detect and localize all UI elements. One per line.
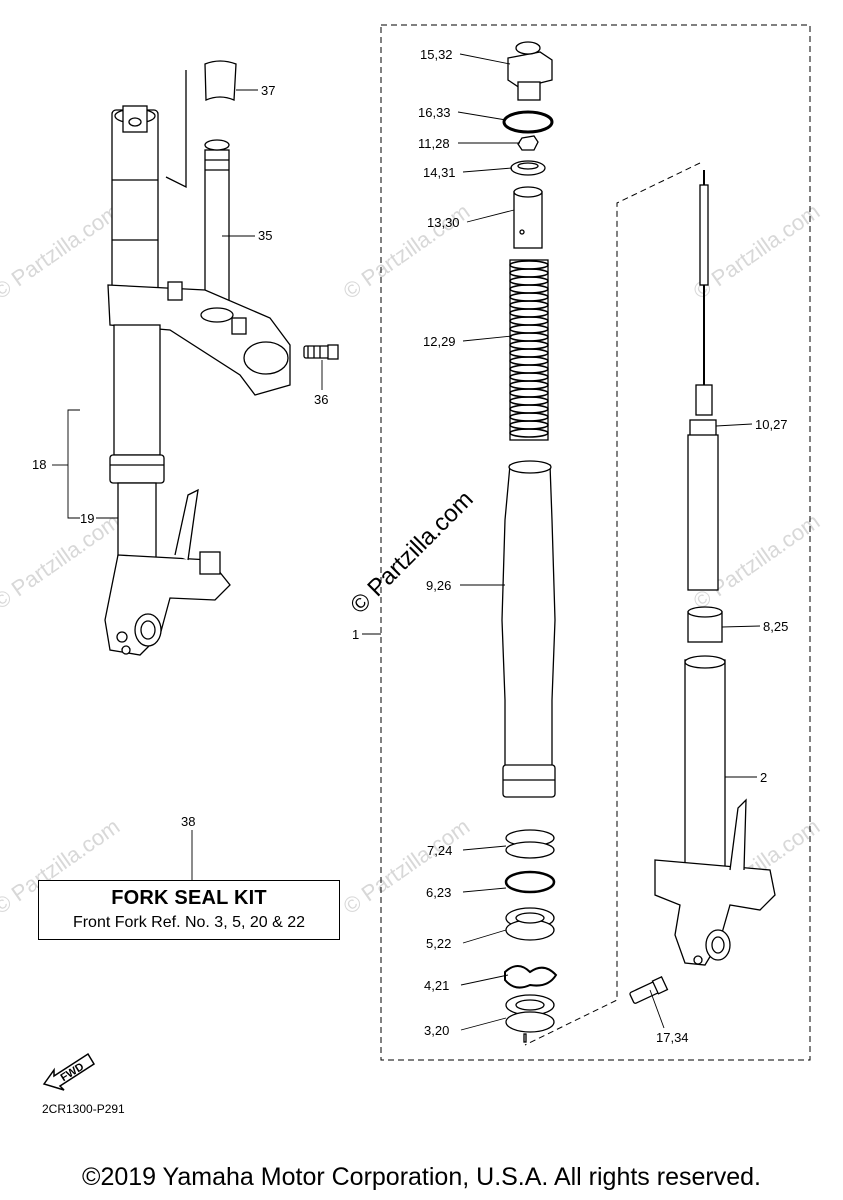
exploded-parts [501,41,558,1043]
copyright-footer: ©2019 Yamaha Motor Corporation, U.S.A. A… [82,1163,761,1191]
part-17-bolt [629,976,669,1004]
callout-10-27: 10,27 [755,417,788,432]
callout-16-33: 16,33 [418,105,451,120]
diagram-code: 2CR1300-P291 [42,1102,125,1116]
callout-8-25: 8,25 [763,619,788,634]
part-10-damper-rod [699,184,709,286]
center-watermark: © Partzilla.com [345,486,478,619]
callout-14-31: 14,31 [423,165,456,180]
callout-12-29: 12,29 [423,334,456,349]
spring-coil [509,428,549,438]
callout-38: 38 [181,814,195,829]
callout-36: 36 [314,392,328,407]
part-6-clip [504,870,556,894]
callout-13-30: 13,30 [427,215,460,230]
callout-11-28: 11,28 [418,136,450,151]
watermark: © Partzilla.com [0,199,124,305]
watermark: © Partzilla.com [0,509,124,615]
callout-17-34: 17,34 [656,1030,689,1045]
kit-title: FORK SEAL KIT [111,887,267,909]
callout-7-24: 7,24 [427,843,452,858]
callout-3-20: 3,20 [424,1023,449,1038]
callout-9-26: 9,26 [426,578,451,593]
assembled-fork [104,60,339,656]
part-12-spring [509,259,549,441]
watermark: © Partzilla.com [689,199,825,305]
callout-labels: 37 35 36 18 19 1 38 15,32 16,33 11,28 14… [32,47,788,1045]
part-13-collar [513,191,543,249]
part-16-o-ring [502,110,554,134]
assembly-dashed-box [380,24,811,1061]
part-15-cap-bolt [507,51,553,89]
leader-lines [52,53,761,1031]
watermark: © Partzilla.com [339,814,475,920]
right-parts [629,170,776,1004]
callout-2: 2 [760,770,767,785]
callout-15-32: 15,32 [420,47,453,62]
callout-18: 18 [32,457,46,472]
callout-1: 1 [352,627,359,642]
part-37-clip [204,60,237,101]
part-4-wave-washer [504,965,558,989]
part-2-inner-tube [684,659,726,896]
fwd-arrow-icon: FWD [42,1052,96,1091]
kit-subtitle: Front Fork Ref. No. 3, 5, 20 & 22 [72,914,306,931]
callout-19: 19 [80,511,94,526]
inner-dashed-bracket [524,162,701,1046]
callout-4-21: 4,21 [424,978,449,993]
callout-5-22: 5,22 [426,936,451,951]
part-9-outer-tube [501,464,556,791]
callout-6-23: 6,23 [426,885,451,900]
callout-35: 35 [258,228,272,243]
fork-seal-kit-box: FORK SEAL KIT Front Fork Ref. No. 3, 5, … [38,880,340,940]
part-11-nut [517,135,539,151]
callout-37: 37 [261,83,275,98]
